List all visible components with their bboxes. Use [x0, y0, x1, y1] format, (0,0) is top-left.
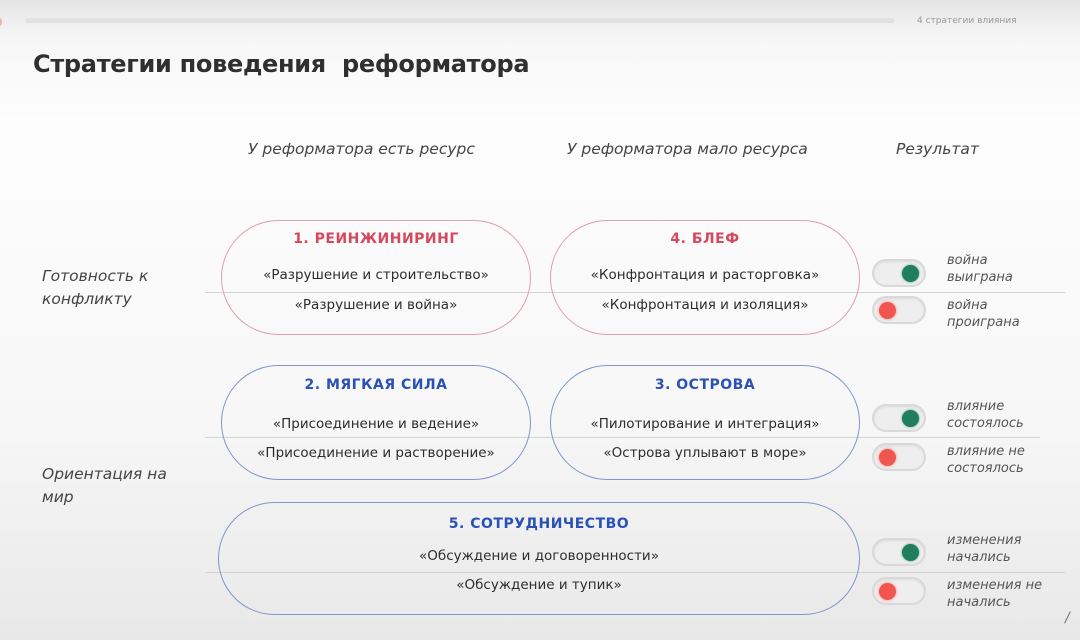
result-toggle-changes-not-started[interactable]: [872, 577, 926, 605]
divider-conflict: [205, 292, 1065, 293]
divider-cooperation: [205, 572, 1065, 573]
toggle-knob-red: [879, 302, 896, 319]
result-line1: влияние: [947, 399, 1005, 414]
result-line1: изменения: [947, 533, 1022, 548]
column-header-has-resource: У реформатора есть ресурс: [248, 140, 475, 158]
strategy-title: 4. БЛЕФ: [670, 231, 740, 247]
result-line2: начались: [947, 595, 1011, 610]
result-text-war-lost: война проиграна: [947, 297, 1067, 331]
strategy-failure-text: «Обсуждение и тупик»: [456, 577, 622, 593]
result-line1: влияние не: [947, 444, 1025, 459]
result-line2: состоялось: [947, 416, 1024, 431]
column-header-result: Результат: [896, 140, 979, 158]
result-line2: проиграна: [947, 315, 1020, 330]
toggle-knob-green: [902, 410, 919, 427]
corner-accent: [0, 18, 2, 26]
row-label-conflict-line2: конфликту: [42, 290, 132, 308]
toggle-knob-red: [879, 449, 896, 466]
strategy-card-bluff[interactable]: 4. БЛЕФ «Конфронтация и расторговка» «Ко…: [550, 220, 860, 335]
toggle-knob-green: [902, 544, 919, 561]
row-label-world-line1: Ориентация на: [42, 465, 167, 483]
result-toggle-influence-failed[interactable]: [872, 443, 926, 471]
strategy-failure-text: «Острова уплывают в море»: [603, 445, 807, 461]
strategy-title: 3. ОСТРОВА: [654, 377, 756, 393]
result-text-influence-achieved: влияние состоялось: [947, 398, 1067, 432]
result-toggle-war-won[interactable]: [872, 259, 926, 287]
result-line1: война: [947, 253, 988, 268]
strategy-card-cooperation[interactable]: 5. СОТРУДНИЧЕСТВО «Обсуждение и договоре…: [218, 502, 860, 615]
column-header-low-resource: У реформатора мало ресурса: [567, 140, 808, 158]
row-label-conflict-line1: Готовность к: [42, 267, 149, 285]
page-title: Стратегии поведения реформатора: [33, 50, 530, 78]
result-line1: изменения не: [947, 578, 1043, 593]
result-toggle-war-lost[interactable]: [872, 296, 926, 324]
result-line1: война: [947, 298, 988, 313]
result-text-war-won: война выиграна: [947, 252, 1067, 286]
result-line2: состоялось: [947, 461, 1024, 476]
strategy-title: 1. РЕИНЖИНИРИНГ: [293, 231, 459, 247]
toggle-knob-red: [879, 583, 896, 600]
result-toggle-influence-achieved[interactable]: [872, 404, 926, 432]
strategy-success-text: «Обсуждение и договоренности»: [419, 548, 659, 564]
strategy-title: 2. МЯГКАЯ СИЛА: [304, 377, 448, 393]
row-label-world: Ориентация на мир: [42, 463, 167, 509]
slide-corner-mark: /: [1065, 610, 1070, 626]
strategy-failure-text: «Присоединение и растворение»: [257, 445, 495, 461]
strategy-failure-text: «Разрушение и война»: [294, 297, 458, 313]
result-text-changes-not-started: изменения не начались: [947, 577, 1067, 611]
strategy-failure-text: «Конфронтация и изоляция»: [601, 297, 809, 313]
strategy-card-soft-power[interactable]: 2. МЯГКАЯ СИЛА «Присоединение и ведение»…: [221, 365, 531, 480]
row-label-conflict: Готовность к конфликту: [42, 265, 148, 311]
result-text-changes-started: изменения начались: [947, 532, 1067, 566]
strategy-success-text: «Присоединение и ведение»: [272, 416, 480, 432]
header-rule: [26, 18, 894, 23]
toggle-knob-green: [902, 265, 919, 282]
result-line2: выиграна: [947, 270, 1013, 285]
section-label: 4 стратегии влияния: [917, 16, 1017, 26]
result-line2: начались: [947, 550, 1011, 565]
divider-soft: [205, 437, 1040, 438]
result-toggle-changes-started[interactable]: [872, 538, 926, 566]
strategy-card-islands[interactable]: 3. ОСТРОВА «Пилотирование и интеграция» …: [550, 365, 860, 480]
strategy-success-text: «Разрушение и строительство»: [263, 267, 489, 283]
row-label-world-line2: мир: [42, 488, 74, 506]
strategy-success-text: «Конфронтация и расторговка»: [590, 267, 820, 283]
strategy-success-text: «Пилотирование и интеграция»: [590, 416, 820, 432]
result-text-influence-failed: влияние не состоялось: [947, 443, 1067, 477]
strategy-card-reengineering[interactable]: 1. РЕИНЖИНИРИНГ «Разрушение и строительс…: [221, 220, 531, 335]
strategy-title: 5. СОТРУДНИЧЕСТВО: [448, 516, 630, 532]
